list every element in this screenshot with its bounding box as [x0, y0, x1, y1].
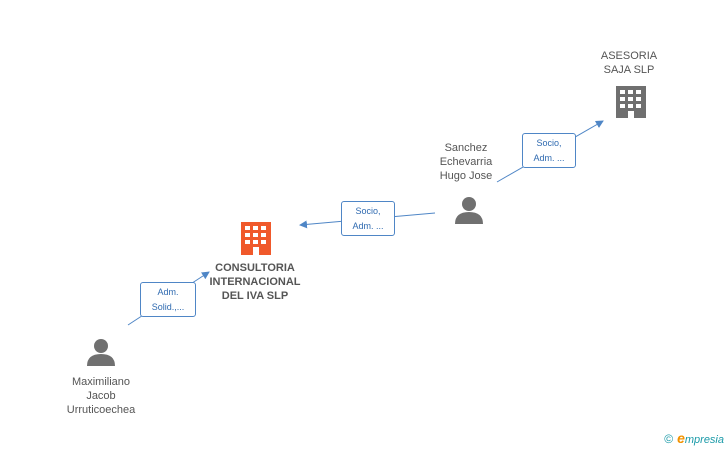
edge-label-line: Socio, [355, 206, 381, 216]
label-line: Sanchez [444, 142, 488, 154]
node-label-consultoria[interactable]: CONSULTORIA INTERNACIONAL DEL IVA SLP [196, 261, 314, 303]
brand-logo-e: e [677, 430, 685, 446]
edge-label-line: Adm. [157, 287, 179, 297]
edge-label-sanchez-consultoria[interactable]: Socio, Adm. ... [341, 201, 395, 236]
label-line: Urruticoechea [66, 404, 136, 416]
label-line: DEL IVA SLP [221, 290, 289, 302]
edge-label-line: Adm. ... [352, 221, 384, 231]
edge-label-maximiliano-consultoria[interactable]: Adm. Solid.,... [140, 282, 196, 317]
label-line: INTERNACIONAL [209, 276, 301, 288]
label-line: Jacob [86, 390, 116, 402]
edge-label-sanchez-asesoria[interactable]: Socio, Adm. ... [522, 133, 576, 168]
brand-name: mpresia [684, 434, 724, 446]
copyright-symbol: © [664, 432, 674, 446]
node-label-maximiliano[interactable]: Maximiliano Jacob Urruticoechea [52, 375, 150, 417]
edge-label-line: Socio, [536, 138, 562, 148]
node-label-asesoria[interactable]: ASESORIA SAJA SLP [588, 49, 670, 77]
building-icon-asesoria[interactable] [616, 86, 646, 118]
label-line: SAJA SLP [603, 64, 655, 76]
label-line: Hugo Jose [439, 170, 493, 182]
brand-watermark: ©empresia [664, 430, 724, 446]
node-label-sanchez[interactable]: Sanchez Echevarria Hugo Jose [426, 141, 506, 183]
label-line: ASESORIA [600, 50, 658, 62]
edge-label-line: Solid.,... [151, 302, 185, 312]
edge-label-line: Adm. ... [533, 153, 565, 163]
building-icon-consultoria[interactable] [241, 222, 271, 255]
label-line: CONSULTORIA [215, 262, 295, 274]
label-line: Maximiliano [71, 376, 131, 388]
person-icon-sanchez[interactable] [455, 197, 483, 224]
label-line: Echevarria [439, 156, 493, 168]
person-icon-maximiliano[interactable] [87, 339, 115, 366]
